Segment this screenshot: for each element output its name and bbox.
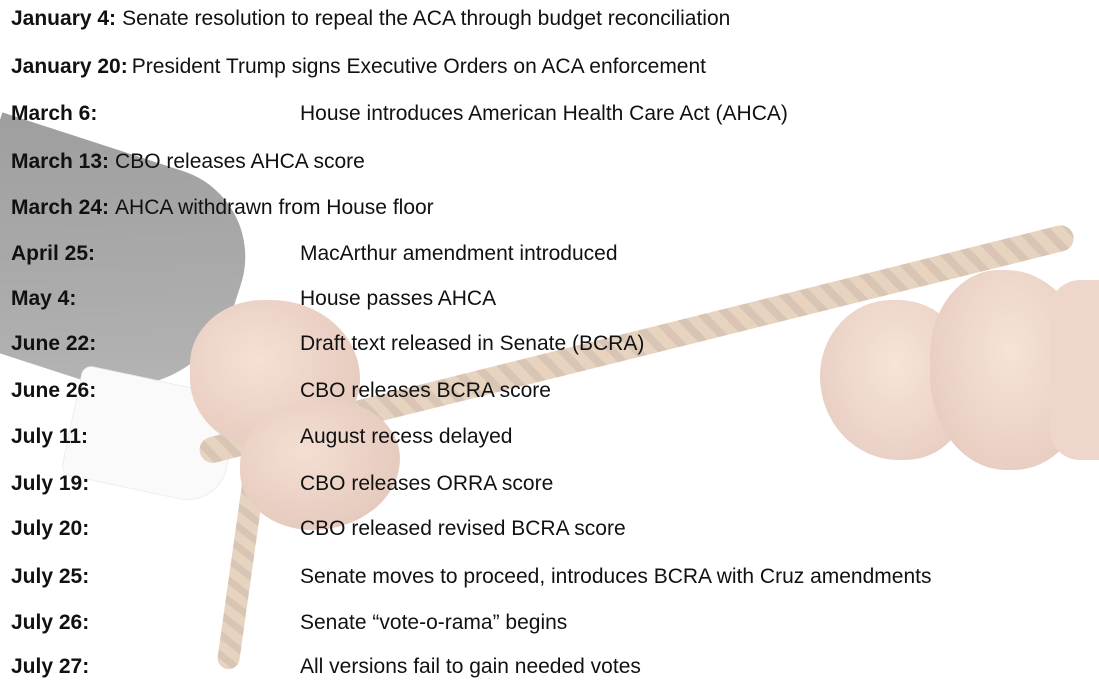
timeline-entry: March 13:CBO releases AHCA score	[11, 145, 1099, 179]
entry-event: CBO releases ORRA score	[300, 472, 554, 495]
entry-event: Senate resolution to repeal the ACA thro…	[122, 7, 731, 30]
entry-date: April 25:	[11, 242, 96, 265]
entry-date: July 20:	[11, 517, 90, 540]
entry-date: March 6:	[11, 102, 98, 125]
timeline-entry: January 4:Senate resolution to repeal th…	[11, 2, 1099, 36]
timeline-entry: May 4: House passes AHCA	[11, 282, 1099, 316]
entry-event: CBO releases AHCA score	[115, 150, 365, 173]
entry-event: House passes AHCA	[300, 287, 497, 310]
entry-date: January 20:	[11, 55, 128, 78]
entry-event: MacArthur amendment introduced	[300, 242, 618, 265]
entry-date: June 22:	[11, 332, 97, 355]
timeline-entry: July 19: CBO releases ORRA score	[11, 467, 1099, 501]
entry-event: Draft text released in Senate (BCRA)	[300, 332, 645, 355]
entry-date: May 4:	[11, 287, 77, 310]
entry-event: All versions fail to gain needed votes	[300, 655, 641, 678]
timeline-entry: March 24:AHCA withdrawn from House floor	[11, 191, 1099, 225]
timeline-entry: June 26: CBO releases BCRA score	[11, 374, 1099, 408]
right-arm	[1050, 280, 1099, 460]
entry-event: Senate moves to proceed, introduces BCRA…	[300, 565, 932, 588]
entry-event: House introduces American Health Care Ac…	[300, 102, 788, 125]
entry-event: AHCA withdrawn from House floor	[115, 196, 434, 219]
timeline-entry: July 20: CBO released revised BCRA score	[11, 512, 1099, 546]
entry-date: January 4:	[11, 7, 117, 30]
left-hand-front	[190, 300, 360, 450]
entry-date: July 25:	[11, 565, 90, 588]
entry-event: CBO releases BCRA score	[300, 379, 551, 402]
entry-event: CBO released revised BCRA score	[300, 517, 626, 540]
right-hand-back	[930, 270, 1090, 470]
timeline-entry: July 27: All versions fail to gain needed…	[11, 650, 1099, 684]
entry-date: July 27:	[11, 655, 90, 678]
right-hand-front	[820, 300, 970, 460]
timeline-entry: March 6: House introduces American Health…	[11, 97, 1099, 131]
entry-date: July 26:	[11, 611, 90, 634]
entry-date: July 19:	[11, 472, 90, 495]
entry-date: March 24:	[11, 196, 110, 219]
entry-event: Senate “vote-o-rama” begins	[300, 611, 568, 634]
entry-date: March 13:	[11, 150, 110, 173]
timeline-entry: July 11: August recess delayed	[11, 420, 1099, 454]
timeline-entry: April 25: MacArthur amendment introduced	[11, 237, 1099, 271]
entry-event: President Trump signs Executive Orders o…	[131, 55, 707, 78]
timeline-entry: January 20:President Trump signs Executi…	[11, 50, 1099, 84]
left-hand-back	[240, 400, 400, 530]
entry-date: July 11:	[11, 425, 89, 448]
timeline-list: January 4:Senate resolution to repeal th…	[11, 0, 1099, 678]
timeline-entry: July 25: Senate moves to proceed, introdu…	[11, 560, 1099, 594]
entry-event: August recess delayed	[300, 425, 513, 448]
entry-date: June 26:	[11, 379, 97, 402]
timeline-entry: June 22: Draft text released in Senate (B…	[11, 327, 1099, 361]
timeline-entry: July 26: Senate “vote-o-rama” begins	[11, 606, 1099, 640]
